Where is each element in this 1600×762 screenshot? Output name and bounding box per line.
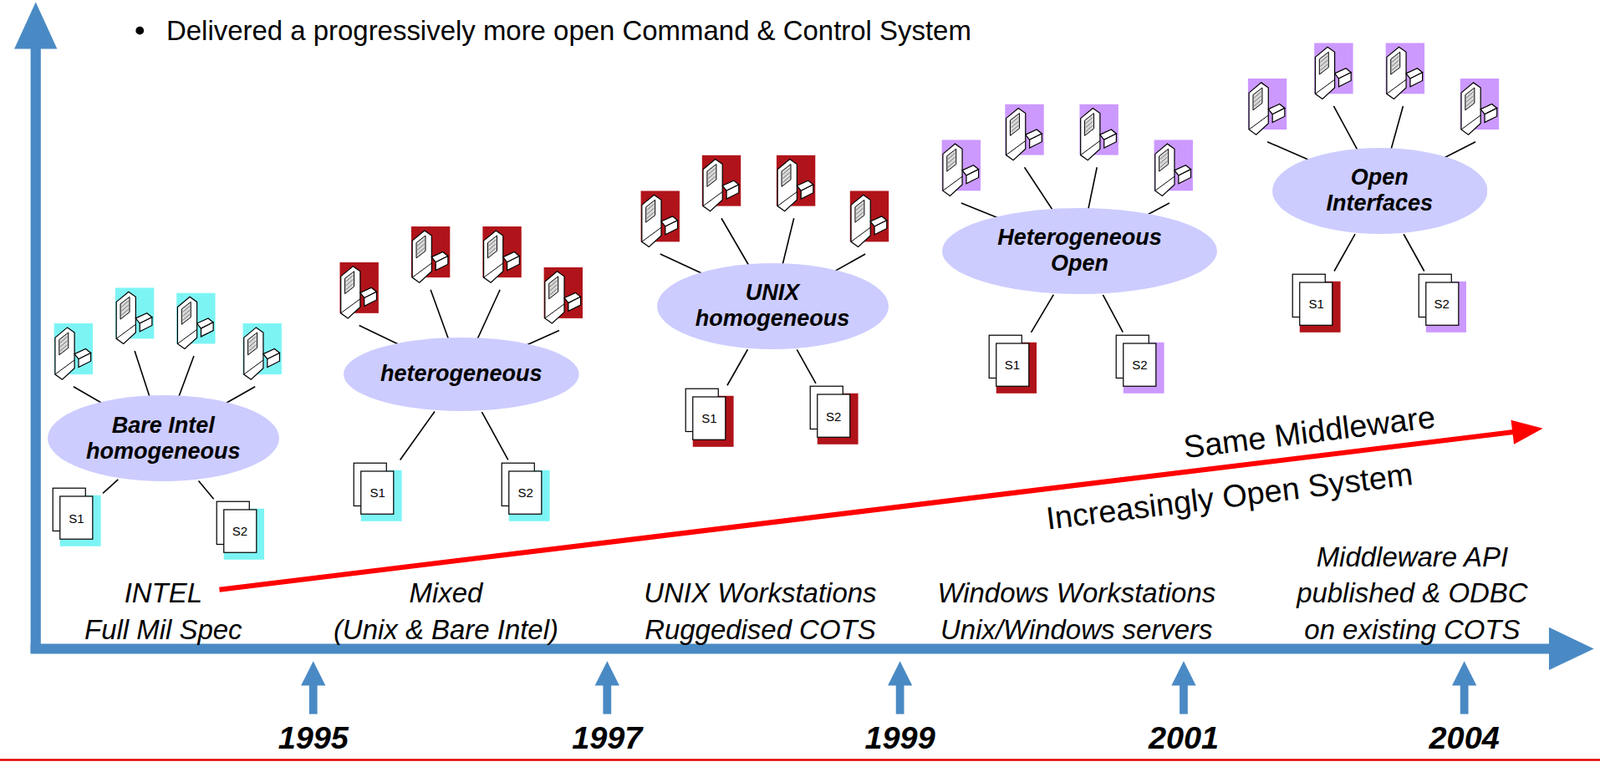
era-caption: Ruggedised COTS	[644, 614, 876, 647]
hub-server-link	[400, 411, 435, 460]
workstation-links	[73, 106, 1476, 439]
y-axis	[30, 40, 41, 654]
hub-server-link	[1102, 295, 1123, 333]
year-label: 1995	[278, 720, 349, 758]
arrow-label: Same Middleware	[1177, 398, 1441, 467]
bottom-rule	[0, 759, 1600, 761]
hub-label: heterogeneous	[380, 361, 543, 388]
hub-server-link	[1030, 295, 1054, 333]
hub-ellipse: Open Interfaces	[1272, 147, 1488, 235]
era-caption: Middleware API	[1316, 541, 1509, 574]
server-label: S2	[232, 524, 248, 538]
era-caption: Windows Workstations	[937, 577, 1216, 610]
server-icon: S1	[51, 487, 102, 547]
bullet-text: Delivered a progressively more open Comm…	[166, 15, 972, 47]
hub-server-link	[796, 349, 816, 383]
hub-ellipse: Heterogeneous Open	[942, 208, 1218, 295]
era-caption: Mixed	[408, 577, 483, 610]
server-icon: S1	[684, 387, 734, 448]
bullet-dot	[135, 26, 144, 36]
server-label: S1	[1308, 297, 1324, 311]
server-icon: S1	[352, 462, 403, 522]
era-caption: Unix/Windows servers	[940, 614, 1213, 647]
hub-label: Open Interfaces	[1306, 164, 1453, 217]
era-caption: (Unix & Bare Intel)	[333, 614, 559, 647]
server-icon: S2	[809, 385, 859, 445]
server-icon: S1	[988, 334, 1038, 394]
hub-server-link	[102, 479, 118, 494]
server-label: S1	[1004, 358, 1020, 372]
server-icon: S2	[500, 462, 551, 522]
era-caption: on existing COTS	[1304, 614, 1520, 647]
server-label: S2	[1131, 358, 1147, 372]
year-label: 1997	[571, 720, 643, 758]
hub-server-link	[198, 481, 215, 500]
hub-server-link	[1403, 234, 1425, 271]
server-label: S1	[369, 486, 385, 500]
hub-ellipse: UNIX homogeneous	[657, 263, 889, 350]
server-icon: S1	[1291, 273, 1341, 333]
era-caption: published & ODBC	[1296, 577, 1528, 610]
trend-arrow-head	[1510, 420, 1543, 445]
y-axis-head	[14, 1, 57, 49]
server-icon: S2	[1115, 334, 1165, 394]
hub-label: Bare Intel homogeneous	[83, 412, 243, 465]
hub-label: Heterogeneous Open	[983, 224, 1176, 277]
hub-ellipse: heterogeneous	[343, 337, 580, 412]
era-caption: UNIX Workstations	[643, 577, 877, 610]
server-label: S1	[701, 412, 717, 425]
server-label: S1	[68, 512, 84, 525]
x-axis-head	[1549, 627, 1595, 671]
year-label: 1999	[865, 720, 936, 758]
year-label: 2004	[1429, 720, 1500, 758]
year-ticks	[300, 661, 1477, 714]
hub-server-link	[727, 349, 748, 386]
arrow-label: Increasingly Open System	[1040, 455, 1418, 538]
hub-server-link	[1334, 234, 1356, 271]
hub-server-link	[481, 412, 508, 460]
era-caption: Full Mil Spec	[84, 614, 243, 647]
era-caption: INTEL	[124, 577, 203, 610]
server-label: S2	[517, 486, 533, 500]
year-label: 2001	[1148, 720, 1219, 758]
workstation-icons	[54, 42, 1499, 380]
server-icon: S2	[1417, 273, 1468, 333]
hub-label: UNIX homogeneous	[692, 280, 852, 332]
server-label: S2	[1434, 297, 1450, 311]
trend-arrow	[219, 432, 1515, 591]
hub-ellipse: Bare Intel homogeneous	[47, 395, 280, 482]
server-icon: S2	[215, 500, 265, 561]
server-label: S2	[825, 410, 841, 423]
